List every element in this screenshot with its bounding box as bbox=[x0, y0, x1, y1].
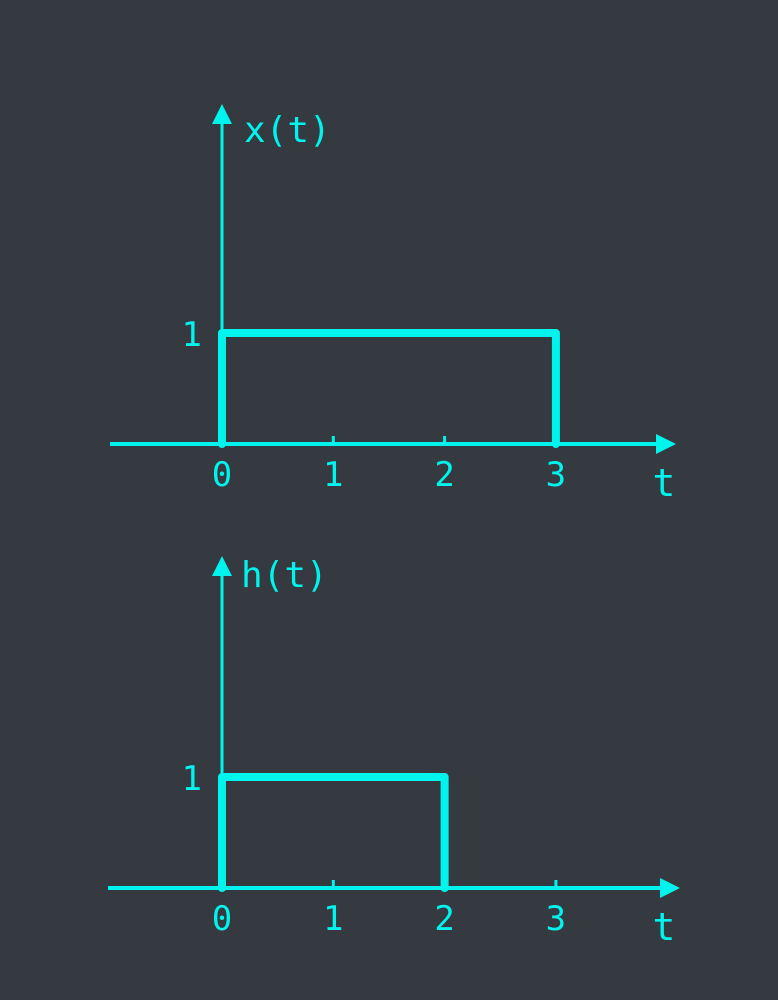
y-axis-arrowhead bbox=[212, 104, 232, 124]
y-axis-label: h(t) bbox=[241, 555, 328, 596]
x-tick-label: 2 bbox=[434, 899, 454, 939]
x-axis-label: t bbox=[653, 905, 676, 949]
x-axis-label: t bbox=[653, 461, 676, 505]
plot-h: 0 1 2 3 1 h(t) t bbox=[108, 555, 680, 949]
y-tick-label: 1 bbox=[182, 759, 202, 799]
x-tick-label: 0 bbox=[212, 899, 232, 939]
plot-x: 0 1 2 3 1 x(t) t bbox=[110, 104, 676, 505]
y-axis-arrowhead bbox=[212, 556, 232, 576]
x-tick-label: 1 bbox=[323, 899, 343, 939]
signal-waveform bbox=[218, 773, 449, 892]
y-tick-label: 1 bbox=[182, 315, 202, 355]
x-tick-label: 1 bbox=[323, 455, 343, 495]
x-axis-arrowhead bbox=[660, 878, 680, 898]
y-axis-label: x(t) bbox=[244, 110, 331, 151]
x-tick-label: 3 bbox=[546, 455, 566, 495]
signal-waveform bbox=[218, 329, 560, 448]
x-axis-arrowhead bbox=[656, 434, 676, 454]
x-tick-label: 0 bbox=[212, 455, 232, 495]
x-tick-label: 2 bbox=[434, 455, 454, 495]
x-tick-label: 3 bbox=[546, 899, 566, 939]
